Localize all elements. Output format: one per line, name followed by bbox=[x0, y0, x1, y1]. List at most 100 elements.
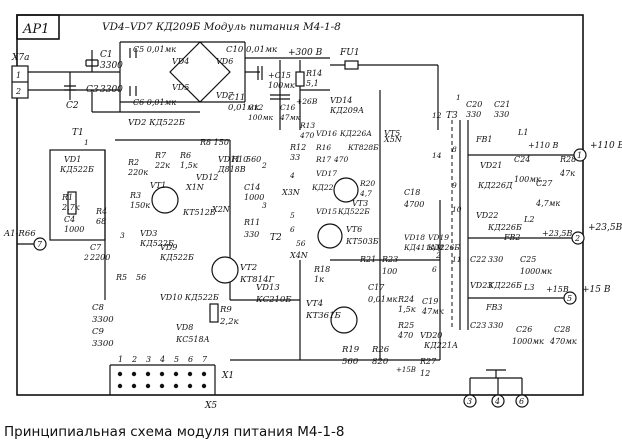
p15c-label: +15 В bbox=[582, 285, 611, 295]
vt5-value: КТ828Б bbox=[347, 143, 379, 152]
ground-pin-3-number: 3 bbox=[467, 397, 472, 406]
fu1-label: FU1 bbox=[339, 48, 360, 58]
c19-label: C19 bbox=[422, 297, 438, 306]
c19-value: 47мк bbox=[421, 307, 444, 316]
r14-label: R14 bbox=[305, 69, 322, 78]
vd1-value: КД522Б bbox=[59, 165, 94, 174]
r16-label: R16 bbox=[315, 143, 331, 152]
x1-pin-markers bbox=[117, 371, 207, 389]
vd3-label: VD3 bbox=[140, 229, 157, 238]
r26-value: 820 bbox=[372, 357, 389, 367]
r7-label: R7 bbox=[154, 151, 167, 160]
vd21-value: КД226Д bbox=[477, 181, 513, 190]
vd9-label: VD9 bbox=[160, 243, 177, 252]
vd22-label: VD22 bbox=[476, 211, 498, 220]
r24-label: R24 bbox=[397, 295, 414, 304]
c1-label: C1 bbox=[100, 50, 113, 60]
l2-label: L2 bbox=[523, 215, 534, 224]
vd14-value: КД209А bbox=[329, 106, 364, 115]
x4n-label: X4N bbox=[289, 251, 309, 260]
r1-label: R1 bbox=[61, 193, 73, 202]
c24-value: 100мк bbox=[514, 175, 541, 184]
r4-label: R4 bbox=[95, 207, 107, 216]
c28-value: 470мк bbox=[549, 337, 577, 346]
svg-text:9: 9 bbox=[452, 181, 457, 190]
r25-value: 470 bbox=[397, 331, 413, 340]
vd9-value: КД522Б bbox=[159, 253, 194, 262]
r13-value: 470 bbox=[299, 131, 315, 140]
svg-text:6: 6 bbox=[290, 225, 295, 234]
c12-label: C12 bbox=[248, 103, 264, 112]
fb1-label: FB1 bbox=[475, 135, 493, 144]
vd16-value: КД226А bbox=[339, 129, 372, 138]
ground-pin-4-number: 4 bbox=[494, 397, 500, 406]
svg-text:4: 4 bbox=[159, 355, 165, 364]
c26-label: C26 bbox=[516, 325, 532, 334]
module-label: AP1 bbox=[22, 22, 49, 37]
p235b-label: +23,5В bbox=[588, 223, 622, 233]
vt4-value: КТ361Б bbox=[305, 311, 341, 321]
ground-pin-6-number: 6 bbox=[519, 397, 524, 406]
r2-value: 220к bbox=[127, 168, 148, 177]
r9-value: 2,2к bbox=[219, 317, 240, 327]
c25-label: C25 bbox=[520, 255, 536, 264]
r13-label: R13 bbox=[299, 121, 315, 130]
v300-label: +300 В bbox=[288, 48, 323, 58]
svg-text:5: 5 bbox=[174, 355, 179, 364]
output-5-number: 5 bbox=[567, 294, 572, 303]
x5-label: X5 bbox=[204, 401, 217, 411]
fb3-label: FB3 bbox=[485, 303, 503, 312]
c7-label: C7 bbox=[90, 243, 102, 252]
r1-value: 2,7к bbox=[61, 203, 80, 212]
r12-value: 33 bbox=[290, 153, 300, 162]
c27-label: C27 bbox=[536, 179, 553, 188]
c8-label: C8 bbox=[92, 303, 105, 313]
x2n-label: X2N bbox=[211, 205, 231, 214]
c4-label: C4 bbox=[64, 215, 75, 224]
svg-text:12: 12 bbox=[432, 111, 442, 120]
vt2-transistor bbox=[211, 256, 239, 284]
r11-label: R11 bbox=[243, 218, 260, 227]
vd18-value: КД411АМ bbox=[403, 243, 444, 252]
p110-label: +110 В bbox=[528, 141, 559, 150]
c20-label: C20 bbox=[466, 100, 482, 109]
r12-label: R12 bbox=[289, 143, 306, 152]
c6-label: C6 0,01мк bbox=[133, 98, 176, 107]
p15b-label: +15В bbox=[396, 366, 416, 374]
c14-label: C14 bbox=[244, 183, 260, 192]
vd17-label: VD17 bbox=[316, 169, 337, 178]
vd3-value: КД522Б bbox=[139, 239, 174, 248]
vd15-label: VD15 bbox=[316, 207, 337, 216]
r6-label: R6 bbox=[179, 151, 191, 160]
vd12-label: VD12 bbox=[196, 173, 218, 182]
a1-label: A1-R66 bbox=[3, 229, 36, 239]
r24-value: 1,5к bbox=[398, 305, 416, 314]
c25-value: 1000мк bbox=[520, 267, 552, 276]
vt5-label: VT5 bbox=[384, 129, 400, 138]
vt1-value: КТ512Б bbox=[182, 208, 216, 217]
r19-label: R19 bbox=[341, 345, 360, 355]
vt4-label: VT4 bbox=[306, 299, 323, 309]
module-label-box bbox=[16, 14, 60, 40]
r6-value: 1,5к bbox=[180, 161, 198, 170]
output-1-terminal bbox=[573, 148, 587, 162]
svg-text:2: 2 bbox=[131, 355, 137, 364]
svg-text:3: 3 bbox=[120, 231, 125, 240]
x1-pin-numbers: 1 2 3 4 5 6 7 bbox=[118, 355, 208, 364]
c18-label: C18 bbox=[404, 188, 420, 197]
c3-value: 3300 bbox=[100, 85, 123, 95]
c16-value: 47мк bbox=[279, 113, 301, 122]
vd18-label: VD18 bbox=[404, 233, 425, 242]
svg-text:1: 1 bbox=[456, 93, 461, 102]
l3-label: L3 bbox=[523, 283, 534, 292]
fuse-fu1 bbox=[344, 60, 359, 70]
vd21-label: VD21 bbox=[480, 161, 502, 170]
vd5-label: VD5 bbox=[172, 83, 189, 92]
c7-value: 2200 bbox=[89, 253, 110, 262]
vt6-label: VT6 bbox=[346, 225, 362, 234]
c26-value: 1000мк bbox=[512, 337, 544, 346]
c21-label: C21 bbox=[494, 100, 510, 109]
vd2-label: VD2 КД522Б bbox=[128, 118, 186, 128]
t1-label: T1 bbox=[72, 128, 84, 138]
r25-label: R25 bbox=[397, 321, 414, 330]
